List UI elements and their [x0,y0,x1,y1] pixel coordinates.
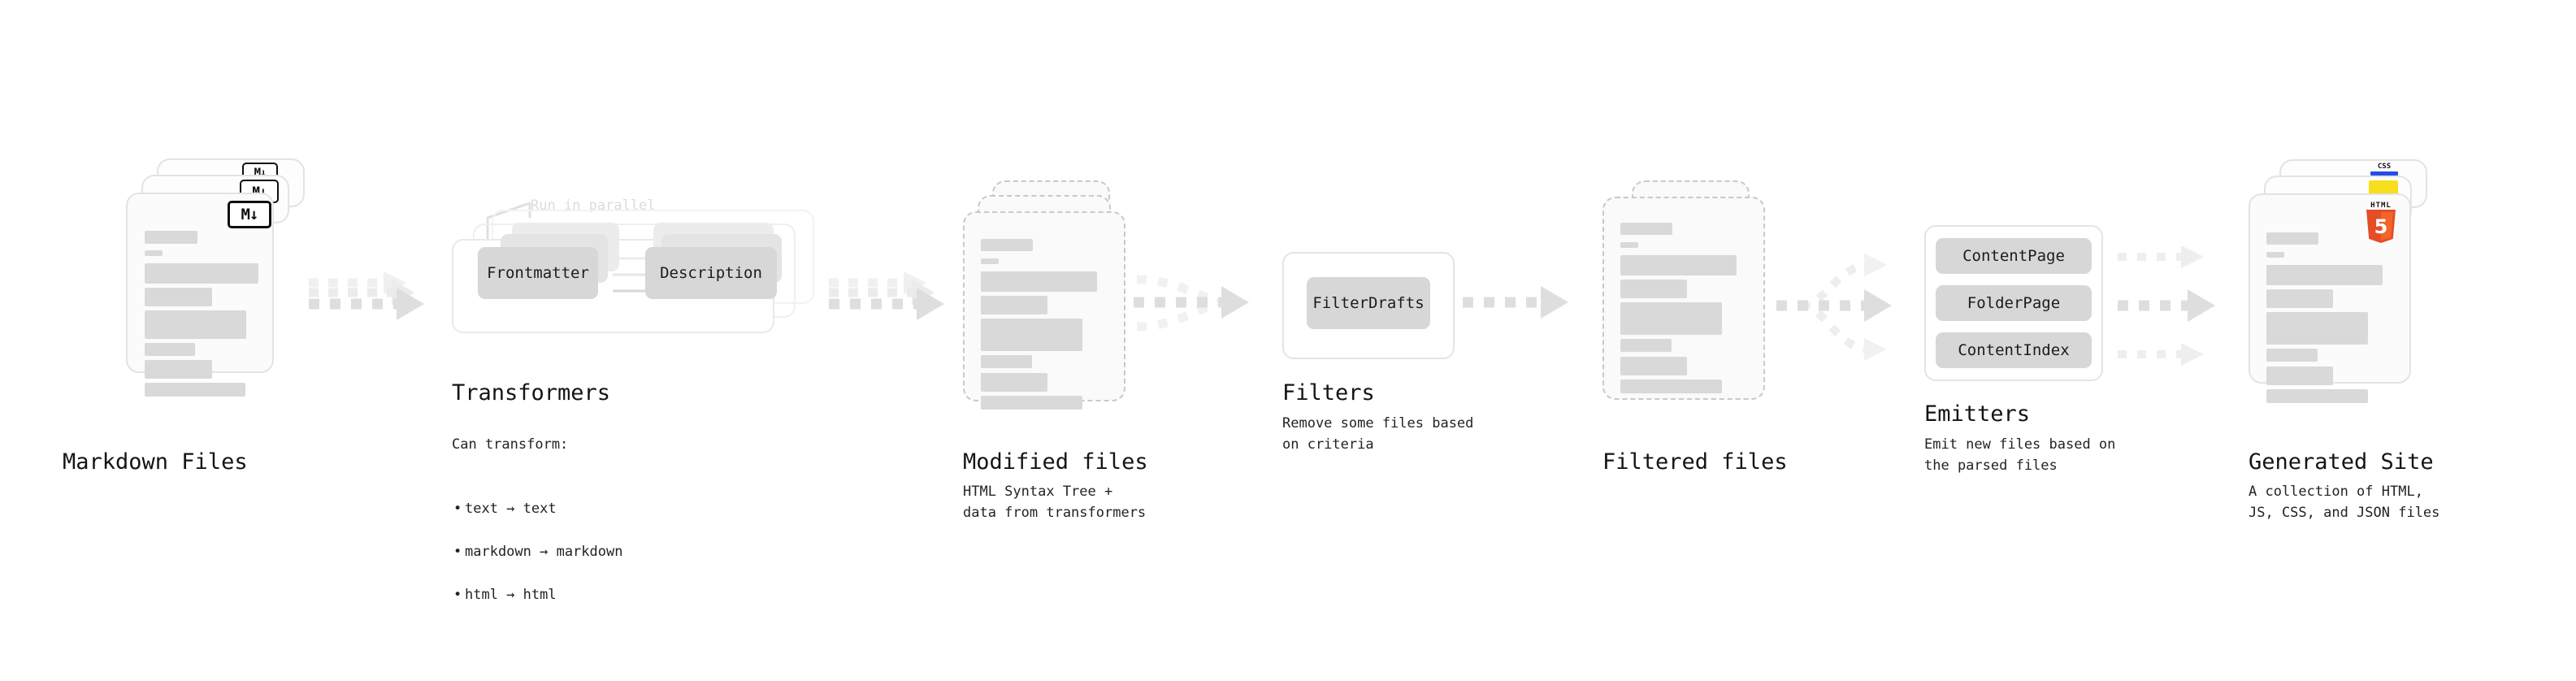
file-line [981,296,1047,314]
filters-description: Remove some files based on criteria [1282,415,1474,453]
emitter-chip-contentindex-label: ContentIndex [1958,341,2070,359]
file-line [1620,223,1672,235]
modified-files-description: HTML Syntax Tree + data from transformer… [963,484,1147,522]
file-line [145,231,197,244]
file-line [2266,289,2333,308]
file-line [1620,380,1722,393]
file-line [145,310,246,339]
file-line [2266,252,2284,258]
html5-icon-shield: 5 [2366,210,2396,243]
filtered-files-stack [1602,180,1781,416]
modified-files-title: Modified files [963,449,1148,475]
css-icon: CSS [2370,163,2398,177]
transformers-bullet: markdown → markdown [453,541,623,563]
css-icon-underline [2370,171,2398,176]
file-line [1620,357,1687,375]
emitter-chip-folderpage-label: FolderPage [1967,294,2061,312]
emitter-chip-contentpage-label: ContentPage [1962,247,2065,265]
generated-site-stack: CSS HTML 5 [2249,159,2435,403]
file-line [2266,312,2368,345]
emitter-chip-contentpage[interactable]: ContentPage [1936,238,2092,274]
emitters-title: Emitters [1924,401,2031,427]
transformers-description: Can transform: text → text markdown → ma… [452,413,622,648]
filter-chip-filterdrafts[interactable]: FilterDrafts [1307,277,1430,329]
file-line [2266,389,2368,403]
file-line [981,396,1082,410]
transformers-description-lead: Can transform: [452,436,569,453]
svg-text:5: 5 [2374,215,2388,238]
file-line [981,319,1082,351]
transformers-bullet: text → text [453,498,622,520]
connector-md-to-transformers [309,271,424,320]
file-line [2266,349,2318,362]
emitters-description: Emit new files based on the parsed files [1924,436,2116,475]
transformer-chip-frontmatter[interactable]: Frontmatter [478,247,598,299]
markdown-icon: M↓ [228,201,271,228]
connector-filters-to-filtered [1463,286,1568,319]
file-line [145,343,195,356]
connector-filtered-to-emitters [1776,254,1892,361]
transformer-chip-frontmatter-label: Frontmatter [487,264,589,282]
file-line [1620,242,1638,248]
filter-chip-filterdrafts-label: FilterDrafts [1312,294,1425,312]
css-icon-text: CSS [2377,163,2392,171]
file-line [2266,265,2383,285]
transformers-title: Transformers [452,380,611,406]
transformer-chip-description[interactable]: Description [645,247,777,299]
file-line [981,373,1047,392]
transformers-bullet: html → html [453,584,622,606]
generated-site-title: Generated Site [2249,449,2434,475]
transformer-chip-description-label: Description [660,264,762,282]
filters-title: Filters [1282,380,1375,406]
file-line [145,263,258,284]
generated-site-description: A collection of HTML, JS, CSS, and JSON … [2249,484,2440,522]
file-line [981,355,1032,368]
transformers-group: Frontmatter Description [452,210,826,333]
file-line [2266,232,2318,245]
file-line [1620,339,1672,352]
emitter-chip-contentindex[interactable]: ContentIndex [1936,332,2092,368]
file-line [2266,367,2333,385]
markdown-icon-glyph: M↓ [241,205,259,223]
file-line [145,250,163,256]
file-line [1620,302,1722,335]
file-line [981,271,1097,292]
connector-transformers-to-modified [829,271,944,320]
file-line [981,239,1033,251]
file-line [981,258,999,264]
modified-files-stack [963,180,1142,416]
file-line [145,288,212,306]
filtered-files-title: Filtered files [1602,449,1788,475]
html5-icon: HTML 5 [2362,202,2400,244]
markdown-files-stack: M↓ M↓ M↓ [126,158,313,397]
file-line [145,360,212,379]
markdown-files-title: Markdown Files [63,449,248,475]
file-line [145,383,245,397]
file-line [1620,255,1737,275]
connector-modified-to-filters [1134,275,1249,332]
html5-icon-wordmark: HTML [2370,202,2392,210]
connector-emitters-to-site [2118,245,2215,366]
emitter-chip-folderpage[interactable]: FolderPage [1936,285,2092,321]
file-line [1620,280,1687,298]
transformers-bullet-list: text → text markdown → markdown html → h… [452,477,623,627]
